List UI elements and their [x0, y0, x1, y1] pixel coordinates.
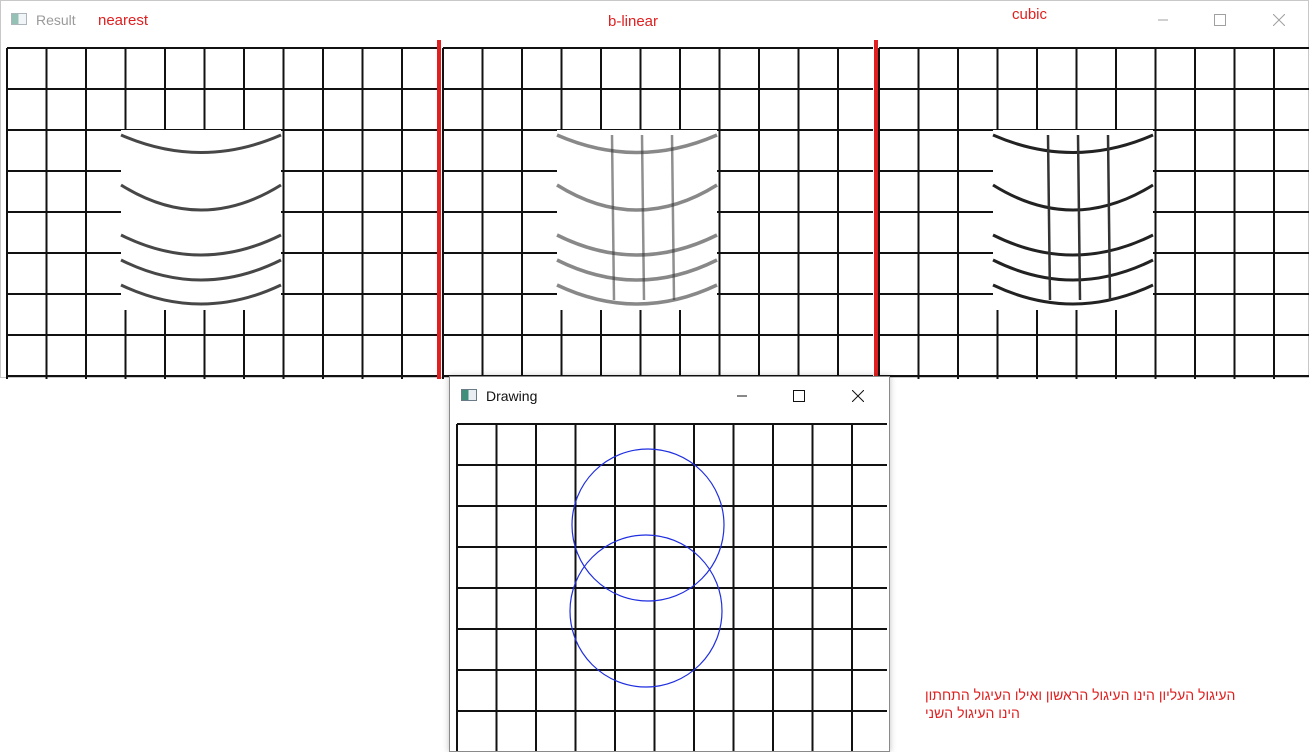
- window-title: Drawing: [486, 388, 538, 404]
- minimize-button[interactable]: [1140, 1, 1186, 39]
- explanation-note: העיגול העליון הינו העיגול הראשון ואילו ה…: [925, 686, 1265, 722]
- window-title: Result: [36, 12, 76, 28]
- close-button[interactable]: [835, 377, 881, 415]
- maximize-icon: [1214, 14, 1226, 26]
- maximize-icon: [793, 390, 805, 402]
- close-icon: [852, 390, 864, 402]
- close-button[interactable]: [1256, 1, 1302, 39]
- drawing-window: Drawing: [449, 376, 890, 752]
- label-nearest: nearest: [98, 12, 149, 29]
- maximize-button[interactable]: [1197, 1, 1243, 39]
- minimize-icon: [1158, 19, 1168, 21]
- minimize-button[interactable]: [719, 377, 765, 415]
- result-window: Result nearest b-linear cubic: [0, 0, 1309, 379]
- label-cubic: cubic: [1012, 6, 1048, 23]
- minimize-icon: [737, 395, 747, 397]
- drawing-canvas[interactable]: [450, 415, 889, 751]
- maximize-button[interactable]: [776, 377, 822, 415]
- first-circle: [571, 448, 725, 602]
- second-circle: [569, 534, 723, 688]
- app-icon: [11, 13, 27, 25]
- close-icon: [1273, 14, 1285, 26]
- result-image: [6, 40, 1309, 379]
- result-titlebar[interactable]: Result nearest b-linear cubic: [1, 1, 1308, 39]
- note-line-2: הינו העיגול השני: [925, 705, 1020, 721]
- drawing-titlebar[interactable]: Drawing: [450, 377, 889, 415]
- app-icon: [461, 389, 477, 401]
- note-line-1: העיגול העליון הינו העיגול הראשון ואילו ה…: [925, 687, 1236, 703]
- label-bilinear: b-linear: [608, 13, 659, 30]
